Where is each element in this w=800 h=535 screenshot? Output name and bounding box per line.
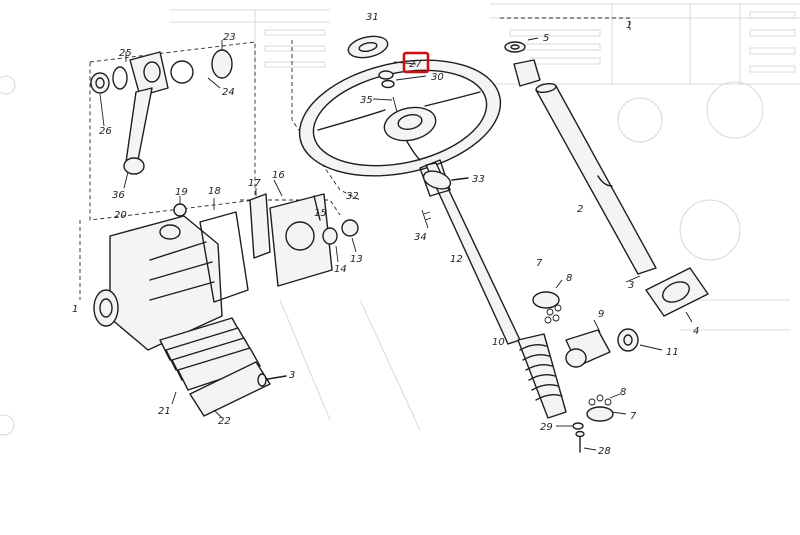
callout-30: 30 (431, 72, 444, 83)
callout-22: 22 (218, 416, 231, 427)
callout-27: 27 (409, 59, 422, 70)
callout-labels: 31 27 30 35 5 1 2 3 4 7 8 9 10 11 8 7 29… (72, 12, 699, 457)
steering-shaft (419, 159, 521, 345)
callout-16: 16 (272, 170, 285, 181)
callout-18: 18 (208, 186, 221, 197)
callout-33: 33 (472, 174, 485, 185)
callout-21: 21 (158, 406, 171, 417)
callout-26: 26 (99, 126, 112, 137)
steering-box (93, 179, 359, 351)
callout-14: 14 (334, 264, 347, 275)
callout-1b: 1 (72, 304, 78, 315)
callout-15: 15 (314, 208, 327, 219)
callout-20: 20 (114, 210, 127, 221)
bleed-through-table (0, 3, 800, 436)
callout-5: 5 (543, 33, 549, 44)
pitman-arm-group (90, 40, 233, 189)
screw-and-washer (556, 422, 597, 453)
callout-8b: 8 (620, 387, 626, 398)
callout-13: 13 (350, 254, 363, 265)
callout-23: 23 (223, 32, 236, 43)
callout-2: 2 (577, 204, 583, 215)
shim-stack (159, 317, 287, 419)
callout-25: 25 (119, 48, 132, 59)
callout-9: 9 (598, 309, 604, 320)
steering-column-bellows (517, 333, 567, 419)
steering-wheel (298, 59, 502, 177)
callout-3b: 3 (289, 370, 295, 381)
callout-31: 31 (366, 12, 379, 23)
bearing-sets (532, 279, 627, 422)
callout-12: 12 (450, 254, 463, 265)
callout-1: 1 (626, 20, 632, 31)
callout-19: 19 (175, 187, 188, 198)
universal-joint (565, 319, 663, 368)
callout-35: 35 (360, 95, 373, 106)
callout-29: 29 (540, 422, 553, 433)
callout-36: 36 (112, 190, 125, 201)
horn-cap-group (347, 35, 427, 113)
callout-24: 24 (222, 87, 235, 98)
highlight-box-27 (402, 51, 430, 74)
callout-4: 4 (693, 326, 699, 337)
callout-17: 17 (248, 178, 261, 189)
callout-11: 11 (666, 347, 679, 358)
callout-7a: 7 (536, 258, 543, 269)
column-tube (504, 37, 709, 323)
callout-10: 10 (492, 337, 505, 348)
callout-8a: 8 (566, 273, 572, 284)
callout-34: 34 (414, 232, 427, 243)
callout-32: 32 (346, 191, 359, 202)
callout-7b: 7 (630, 411, 637, 422)
callout-3a: 3 (628, 280, 634, 291)
callout-28: 28 (598, 446, 611, 457)
